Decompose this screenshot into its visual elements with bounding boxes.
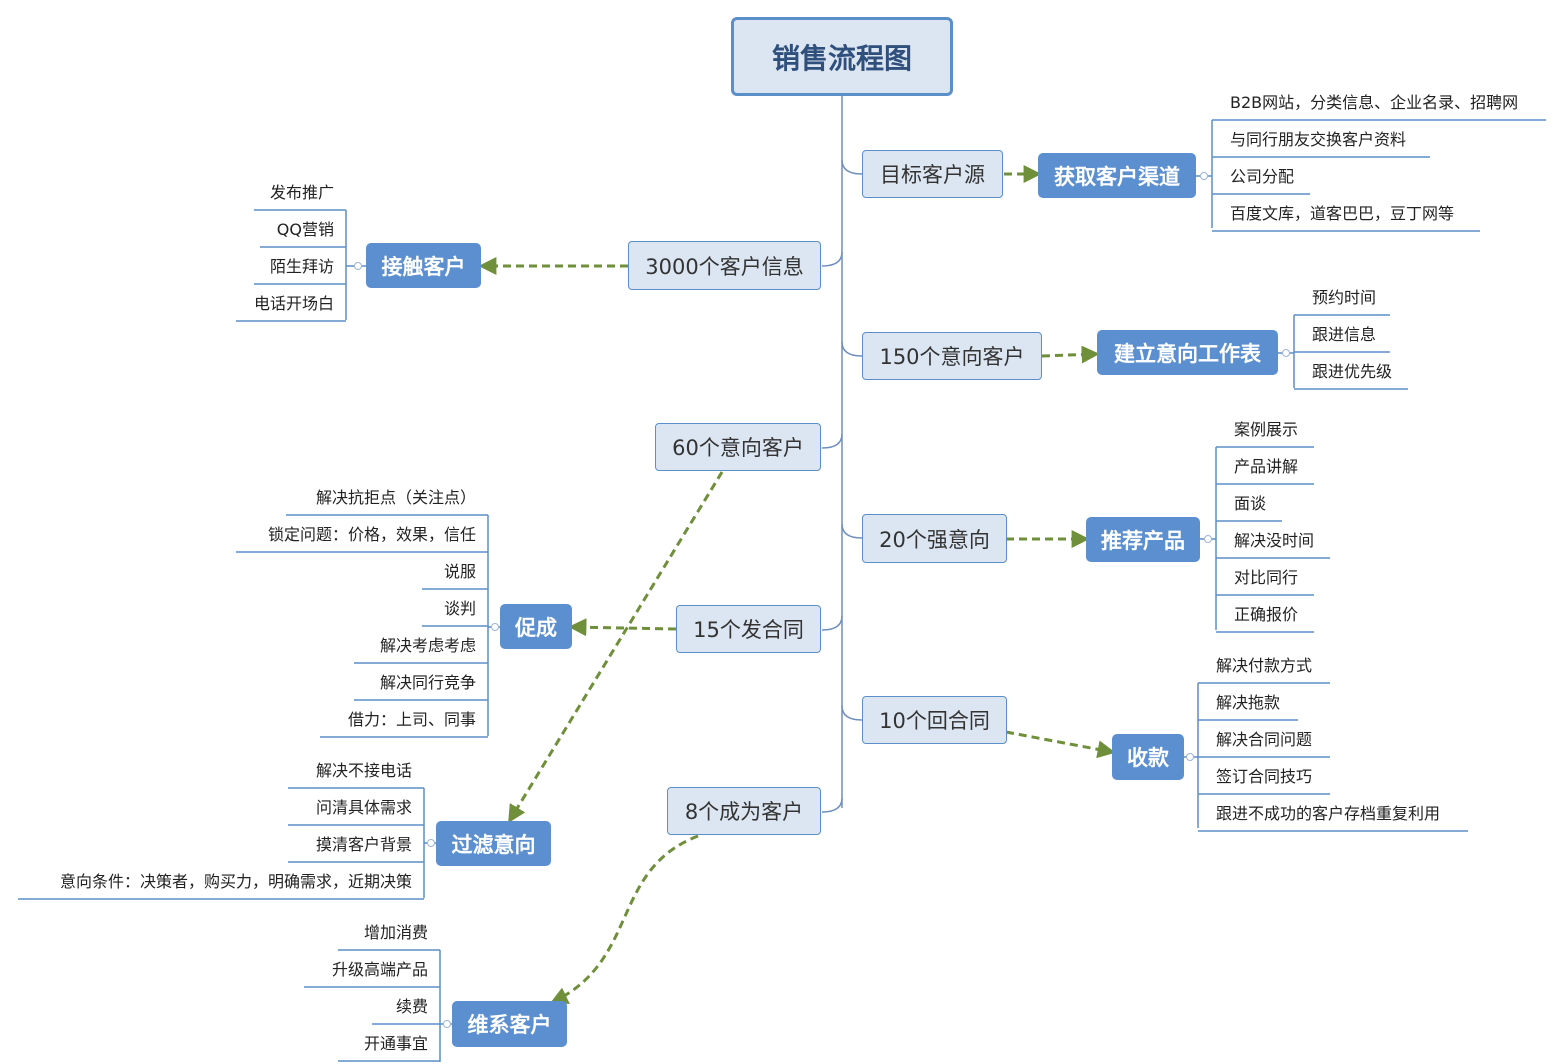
leaf-channels-1[interactable]: B2B网站，分类信息、企业名录、招聘网: [1230, 93, 1519, 112]
leaf-recommend-2[interactable]: 产品讲解: [1234, 457, 1299, 476]
leaf-recommend-6[interactable]: 正确报价: [1234, 605, 1299, 624]
leaf-maintain-2[interactable]: 升级高端产品: [331, 960, 428, 979]
leaf-maintain-4[interactable]: 开通事宜: [363, 1034, 428, 1053]
leaf-filter-1[interactable]: 解决不接电话: [315, 761, 412, 780]
branch-n7: [841, 705, 863, 721]
branch-n4: [821, 433, 843, 449]
leaf-recommend-1[interactable]: 案例展示: [1234, 420, 1299, 439]
category-filter[interactable]: 过滤意向: [436, 821, 551, 866]
leaf-payment-4[interactable]: 签订合同技巧: [1216, 767, 1313, 786]
leaf-filter-2[interactable]: 问清具体需求: [315, 798, 412, 817]
category-close[interactable]: 促成: [500, 604, 572, 649]
arrow-n6-close: [568, 618, 677, 637]
leaf-channels-3[interactable]: 公司分配: [1230, 167, 1295, 186]
leaf-close-6[interactable]: 解决同行竞争: [379, 673, 476, 692]
leaf-contact-3[interactable]: 陌生拜访: [269, 257, 334, 276]
leaf-close-3[interactable]: 说服: [443, 562, 476, 581]
leaf-payment-3[interactable]: 解决合同问题: [1216, 730, 1313, 749]
arrow-n4-filter: [508, 471, 724, 824]
root-title[interactable]: 销售流程图: [731, 17, 953, 96]
branch-n5: [841, 523, 863, 539]
branch-n3: [841, 341, 863, 357]
leaf-close-2[interactable]: 锁定问题：价格，效果，信任: [267, 525, 476, 544]
arrow-n7-payment: [1005, 730, 1116, 759]
arrow-n3-worksheet: [1041, 345, 1100, 364]
arrow-n8-maintain: [549, 834, 699, 1004]
node-60-intent[interactable]: 60个意向客户: [655, 423, 821, 471]
leaf-maintain-1[interactable]: 增加消费: [363, 923, 428, 942]
leaf-close-1[interactable]: 解决抗拒点（关注点）: [315, 488, 476, 507]
category-recommend[interactable]: 推荐产品: [1086, 517, 1200, 562]
branch-n6: [821, 615, 843, 631]
leaf-close-7[interactable]: 借力：上司、同事: [347, 710, 476, 729]
node-3000-info[interactable]: 3000个客户信息: [628, 241, 821, 290]
node-150-intent[interactable]: 150个意向客户: [862, 332, 1042, 380]
leaf-contact-2[interactable]: QQ营销: [276, 220, 334, 239]
category-payment[interactable]: 收款: [1112, 734, 1184, 780]
node-10-contracts-returned[interactable]: 10个回合同: [862, 696, 1007, 744]
leaf-filter-4[interactable]: 意向条件：决策者，购买力，明确需求，近期决策: [59, 872, 412, 891]
leaf-payment-1[interactable]: 解决付款方式: [1216, 656, 1313, 675]
leaf-contact-1[interactable]: 发布推广: [269, 183, 334, 202]
leaf-maintain-3[interactable]: 续费: [395, 997, 428, 1016]
category-channels[interactable]: 获取客户渠道: [1038, 153, 1196, 198]
leaf-payment-2[interactable]: 解决拖款: [1216, 693, 1281, 712]
leaf-channels-4[interactable]: 百度文库，道客巴巴，豆丁网等: [1230, 204, 1455, 223]
leaf-close-4[interactable]: 谈判: [443, 599, 476, 618]
branch-n1: [841, 159, 863, 175]
leaf-worksheet-1[interactable]: 预约时间: [1312, 288, 1377, 307]
leaf-channels-2[interactable]: 与同行朋友交换客户资料: [1230, 130, 1407, 149]
category-contact[interactable]: 接触客户: [366, 243, 481, 288]
leaf-recommend-5[interactable]: 对比同行: [1234, 568, 1299, 587]
branch-n8: [821, 797, 843, 813]
node-20-strong[interactable]: 20个强意向: [862, 514, 1007, 563]
category-worksheet[interactable]: 建立意向工作表: [1097, 330, 1278, 375]
leaf-contact-4[interactable]: 电话开场白: [253, 294, 334, 313]
category-maintain[interactable]: 维系客户: [452, 1001, 567, 1047]
leaf-filter-3[interactable]: 摸清客户背景: [315, 835, 412, 854]
leaf-worksheet-3[interactable]: 跟进优先级: [1312, 362, 1393, 381]
node-target-source[interactable]: 目标客户源: [862, 150, 1003, 198]
leaf-recommend-4[interactable]: 解决没时间: [1234, 531, 1315, 550]
node-8-customers[interactable]: 8个成为客户: [667, 787, 821, 835]
branch-n2: [821, 251, 843, 267]
leaf-recommend-3[interactable]: 面谈: [1234, 494, 1267, 513]
leaf-close-5[interactable]: 解决考虑考虑: [379, 636, 476, 655]
leaf-payment-5[interactable]: 跟进不成功的客户存档重复利用: [1216, 804, 1441, 823]
node-15-contracts-sent[interactable]: 15个发合同: [676, 605, 821, 653]
leaf-worksheet-2[interactable]: 跟进信息: [1312, 325, 1377, 344]
